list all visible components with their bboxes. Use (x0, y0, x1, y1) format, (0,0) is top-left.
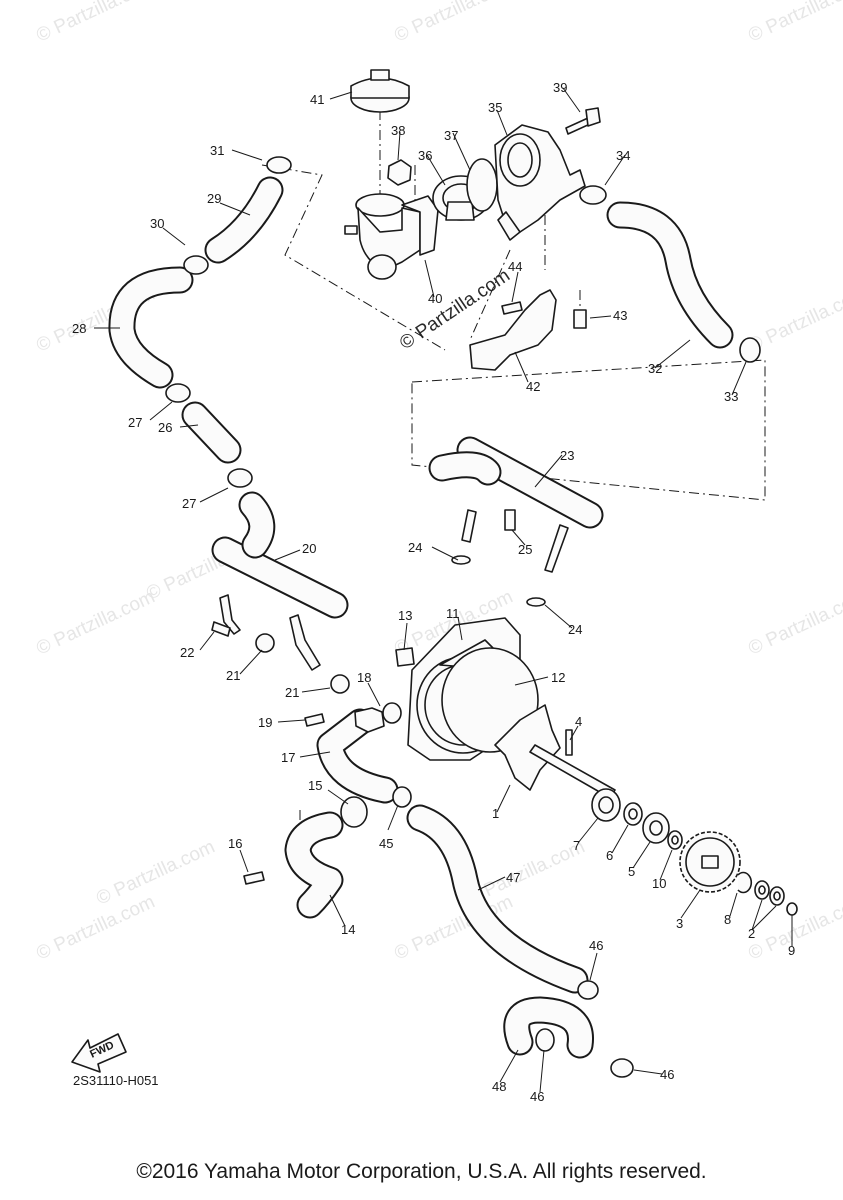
part-18-fitting (354, 707, 385, 733)
callout-46a: 46 (589, 938, 603, 953)
callout-22: 22 (180, 645, 194, 660)
part-40-filler-neck (344, 193, 439, 280)
callout-34: 34 (616, 148, 630, 163)
callout-48: 48 (492, 1079, 506, 1094)
part-6-seal (623, 802, 643, 826)
watermark: © Partzilla.com (391, 0, 516, 47)
part-38-nut (387, 159, 412, 186)
callout-14: 14 (341, 922, 355, 937)
callout-9: 9 (788, 943, 795, 958)
callout-16: 16 (228, 836, 242, 851)
callout-39: 39 (553, 80, 567, 95)
callout-25: 25 (518, 542, 532, 557)
callout-2: 2 (748, 926, 755, 941)
part-37-o-ring (466, 158, 498, 212)
copyright-notice: ©2016 Yamaha Motor Corporation, U.S.A. A… (136, 1160, 707, 1183)
watermark: © Partzilla.com (745, 586, 843, 659)
clamps (165, 156, 761, 1078)
part-43-bolt (573, 309, 587, 329)
callout-10: 10 (652, 876, 666, 891)
part-9-ring (786, 902, 798, 916)
callout-46c: 46 (660, 1067, 674, 1082)
callout-11: 11 (446, 606, 460, 621)
callout-13: 13 (398, 608, 412, 623)
part-2-washers (754, 880, 785, 906)
part-44-bolt (501, 301, 523, 315)
callout-18: 18 (357, 670, 371, 685)
callout-4: 4 (575, 714, 582, 729)
callout-38: 38 (391, 123, 405, 138)
watermark: © Partzilla.com (33, 0, 158, 47)
callout-12: 12 (551, 670, 565, 685)
callout-7: 7 (573, 838, 580, 853)
callout-21b: 21 (285, 685, 299, 700)
callout-42: 42 (526, 379, 540, 394)
part-13-bolt (395, 647, 415, 667)
part-7-seal (591, 788, 621, 822)
part-10-washer (667, 830, 683, 850)
callout-28: 28 (72, 321, 86, 336)
part-41-cap (350, 69, 410, 113)
callout-3: 3 (676, 916, 683, 931)
callout-26: 26 (158, 420, 172, 435)
callout-36: 36 (418, 148, 432, 163)
part-5-bearing (642, 812, 670, 844)
callout-24b: 24 (568, 622, 582, 637)
callout-33: 33 (724, 389, 738, 404)
pipes (219, 509, 569, 671)
watermark: © Partzilla.com (93, 836, 218, 909)
callouts: 41 31 29 30 28 27 26 27 20 22 21 21 19 1… (72, 80, 795, 1104)
callout-43: 43 (613, 308, 627, 323)
callout-17: 17 (281, 750, 295, 765)
callout-21a: 21 (226, 668, 240, 683)
callout-40: 40 (428, 291, 442, 306)
callout-30: 30 (150, 216, 164, 231)
part-3-gear (679, 831, 741, 893)
callout-27a: 27 (128, 415, 142, 430)
watermark: © Partzilla.com (33, 891, 158, 964)
callout-35: 35 (488, 100, 502, 115)
o-rings (255, 555, 546, 828)
callout-47: 47 (506, 870, 520, 885)
callout-24a: 24 (408, 540, 422, 555)
watermark: © Partzilla.com (33, 586, 158, 659)
callout-19: 19 (258, 715, 272, 730)
callout-23: 23 (560, 448, 574, 463)
callout-27b: 27 (182, 496, 196, 511)
callout-5: 5 (628, 864, 635, 879)
callout-20: 20 (302, 541, 316, 556)
small-bolts (211, 509, 516, 885)
part-39-bolt (565, 107, 601, 135)
hoses (108, 176, 734, 1059)
callout-41: 41 (310, 92, 324, 107)
callout-46b: 46 (530, 1089, 544, 1104)
part-8-circlip (737, 871, 753, 894)
callout-8: 8 (724, 912, 731, 927)
callout-31: 31 (210, 143, 224, 158)
watermark: © Partzilla.com (745, 0, 843, 47)
diagram-code: 2S31110-H051 (73, 1073, 159, 1088)
callout-44: 44 (508, 259, 522, 274)
callout-32: 32 (648, 361, 662, 376)
callout-37: 37 (444, 128, 458, 143)
callout-6: 6 (606, 848, 613, 863)
part-42-bracket (469, 289, 557, 371)
part-35-housing (494, 124, 586, 241)
fwd-arrow-icon: FWD (71, 1033, 127, 1073)
callout-45: 45 (379, 836, 393, 851)
callout-29: 29 (207, 191, 221, 206)
callout-1: 1 (492, 806, 499, 821)
callout-15: 15 (308, 778, 322, 793)
leaders (94, 87, 793, 1093)
